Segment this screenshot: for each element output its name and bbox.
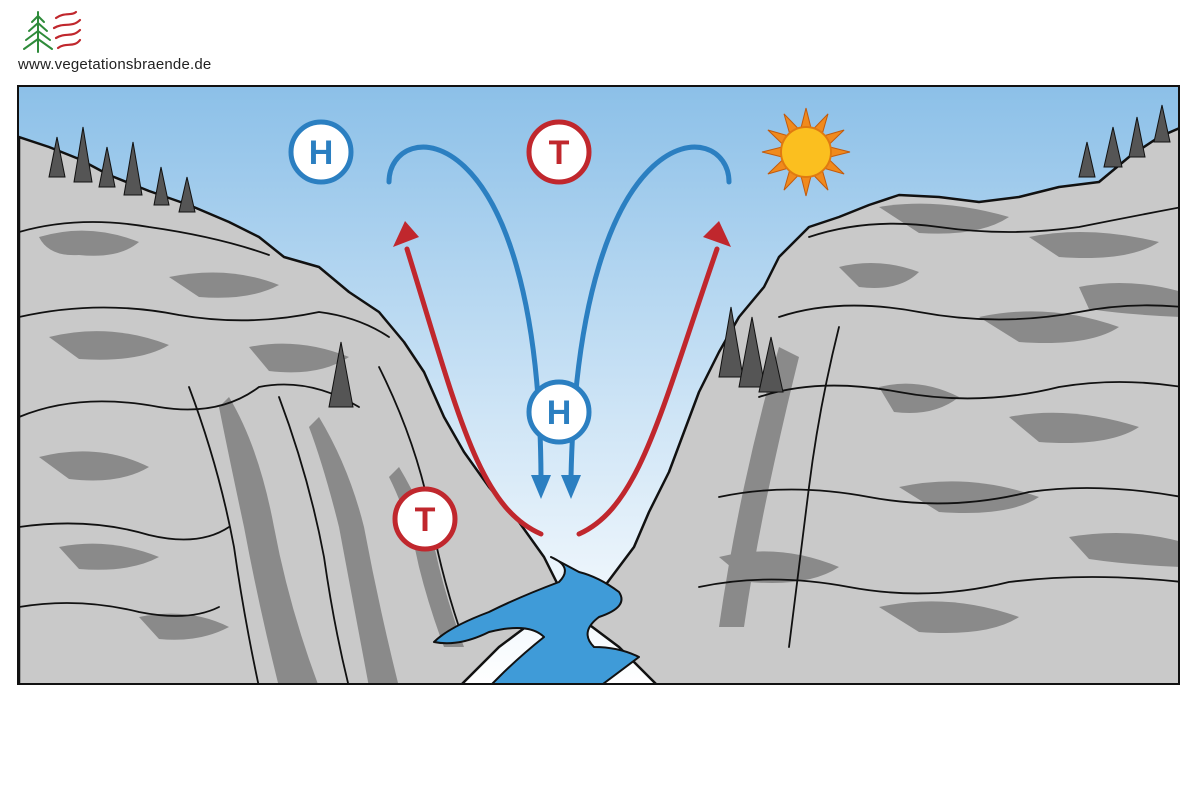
tree-and-flame-logo-icon (23, 10, 82, 53)
blue-down-arrow-icon (386, 144, 732, 480)
valley-scene: H T H T (19, 87, 1178, 683)
low-pressure-label: T (549, 134, 570, 172)
site-url: www.vegetationsbraende.de (18, 56, 212, 73)
low-pressure-label: T (415, 501, 436, 539)
red-up-arrow-icon (404, 246, 720, 537)
high-pressure-label: H (309, 134, 334, 172)
red-arrowhead-left (393, 221, 419, 247)
fir-tree-icon (23, 11, 53, 53)
high-pressure-marker-valley: H (526, 379, 592, 445)
blue-arrowhead-left (531, 475, 551, 499)
sun-icon (761, 107, 851, 197)
low-pressure-marker-slope: T (392, 486, 458, 552)
high-pressure-marker-top: H (288, 119, 354, 185)
high-pressure-label: H (547, 394, 572, 432)
blue-arrowhead-right (561, 475, 581, 499)
river (433, 556, 640, 683)
flame-icon (52, 10, 82, 50)
low-pressure-marker-top: T (526, 119, 592, 185)
right-mountain (577, 104, 1178, 683)
red-arrowhead-right (703, 221, 731, 247)
valley-wind-illustration: H T H T (17, 85, 1180, 685)
